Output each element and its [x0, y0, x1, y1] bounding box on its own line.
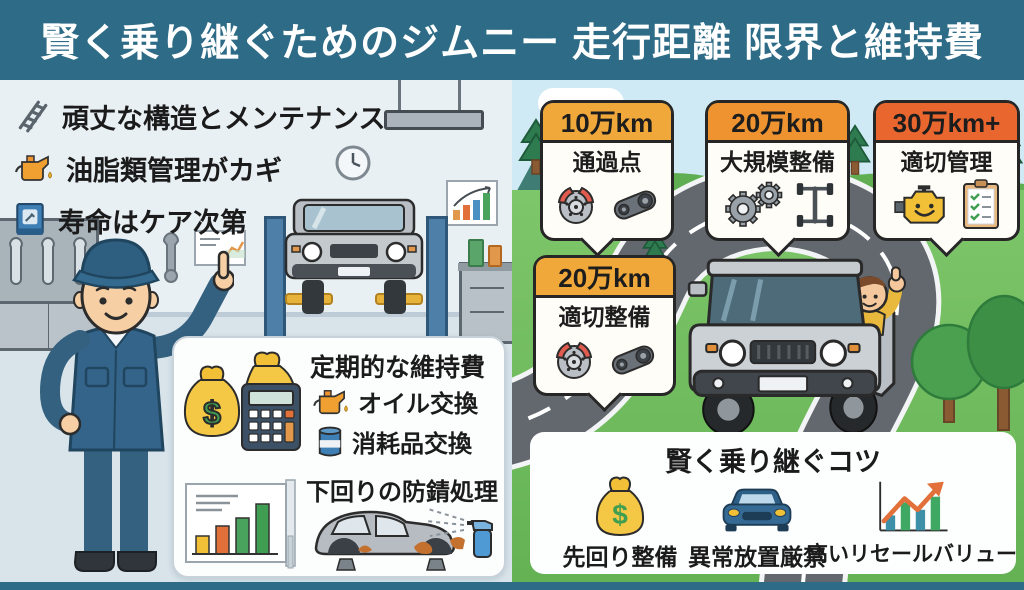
light-rod — [398, 80, 401, 112]
maintenance-box-title: 定期的な維持費 — [310, 354, 486, 382]
milestone-icons — [708, 176, 847, 238]
tips-title: 賢く乗り継ぐコツ — [665, 447, 881, 477]
milestone-200k-major: 20万km 大規模整備 — [705, 100, 850, 258]
garage-panel: 頑丈な構造とメンテナンス 油脂類管理がカギ 寿命はケア次第 — [0, 80, 512, 582]
header-banner: 賢く乗り継ぐためのジムニー 走行距離 限界と維持費 — [0, 0, 1024, 80]
checklist-icon — [962, 179, 999, 229]
milestone-icons — [876, 176, 1017, 238]
light-rod — [458, 80, 461, 112]
footer-strip — [0, 582, 1024, 590]
svg-text:$: $ — [612, 499, 628, 530]
milestone-label: 適切管理 — [900, 148, 993, 175]
money-bags-calculator-icon: $ — [183, 351, 301, 451]
resale-chart-icon — [879, 481, 948, 532]
money-bag-icon: $ — [595, 476, 645, 536]
milestone-km: 20万km — [708, 103, 847, 143]
milestone-icons — [536, 331, 673, 393]
chassis-icon — [796, 183, 833, 227]
milestone-km: 20万km — [536, 258, 673, 298]
milestone-label: 大規模整備 — [720, 148, 835, 175]
brake-disc-icon — [557, 186, 595, 224]
tip-label: 先回り整備 — [562, 544, 678, 570]
rustproof-title: 下回りの防錆処理 — [306, 479, 498, 506]
engine-icon — [893, 185, 945, 224]
wall-clock-icon — [335, 145, 371, 181]
rusty-car-spray-icon — [314, 508, 493, 571]
milestone-km: 30万km+ — [876, 103, 1017, 143]
bullet-oil: 油脂類管理がカギ — [14, 146, 282, 190]
tip-label: 異常放置厳禁 — [688, 544, 826, 570]
workbench — [458, 239, 512, 344]
milestone-300k: 30万km+ 適切管理 — [873, 100, 1020, 258]
gears-icon — [724, 181, 782, 227]
ladder-frame-icon — [18, 100, 48, 133]
tip-label: 高いリセールバリュー — [807, 543, 1017, 566]
manual-book-icon — [16, 203, 44, 235]
jimny-on-lift — [284, 198, 424, 314]
milestone-km: 10万km — [543, 103, 671, 143]
ceiling-light-icon — [384, 110, 484, 130]
round-tree-icon — [966, 294, 1024, 431]
brake-disc-icon — [555, 341, 592, 379]
milestone-200k-proper: 20万km 適切整備 — [533, 255, 676, 413]
road-panel: 10万km 通過点 — [512, 80, 1024, 582]
oil-can-icon — [14, 155, 52, 181]
bullet-structure: 頑丈な構造とメンテナンス — [14, 94, 385, 138]
bar-chart-flipboard-icon — [185, 479, 296, 569]
maintenance-box: $ 定期的な維持費 — [172, 336, 506, 578]
driving-jimny — [687, 258, 906, 436]
timing-belt-icon — [611, 345, 654, 375]
maintenance-item-parts: 消耗品交換 — [316, 424, 472, 459]
page-title: 賢く乗り継ぐためのジムニー 走行距離 限界と維持費 — [40, 22, 984, 65]
oil-can-icon — [313, 389, 348, 414]
mechanic — [39, 238, 234, 572]
garage-wall-chart-icon — [446, 180, 498, 226]
milestone-100k: 10万km 通過点 — [540, 100, 674, 258]
svg-text:$: $ — [203, 395, 221, 431]
milestone-label: 通過点 — [572, 148, 642, 175]
maintenance-item-label: オイル交換 — [358, 391, 478, 418]
spray-bottle-icon — [473, 529, 492, 558]
milestone-icons — [543, 176, 671, 238]
bullet-lifespan: 寿命はケア次第 — [14, 198, 247, 242]
parts-canister-icon — [318, 426, 342, 456]
bullet-label: 寿命はケア次第 — [58, 207, 247, 238]
timing-belt-icon — [613, 190, 657, 220]
maintenance-item-label: 消耗品交換 — [352, 431, 472, 458]
milestone-label: 適切整備 — [558, 303, 651, 330]
maintenance-item-oil: オイル交換 — [312, 384, 478, 419]
bullet-label: 頑丈な構造とメンテナンス — [62, 103, 386, 134]
wall-wrench-icon — [162, 232, 180, 283]
tips-box: 賢く乗り継ぐコツ $ — [530, 432, 1017, 574]
car-front-icon — [722, 488, 792, 532]
bullet-label: 油脂類管理がカギ — [66, 155, 282, 186]
